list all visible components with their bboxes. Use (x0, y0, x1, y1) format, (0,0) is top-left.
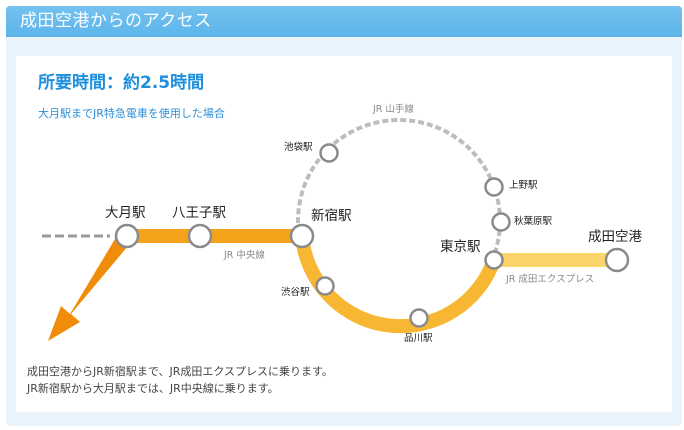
narita-express-line-label: JR 成田エクスプレス (505, 273, 594, 285)
station-ueno-label: 上野駅 (509, 180, 538, 191)
section-header: 成田空港からのアクセス (6, 6, 682, 37)
section-title: 成田空港からのアクセス (20, 11, 212, 31)
access-note-2: JR新宿駅から大月駅までは、JR中央線に乗ります。 (27, 382, 279, 395)
station-shinjuku-label: 新宿駅 (311, 207, 352, 224)
station-shibuya-label: 渋谷駅 (281, 286, 310, 298)
station-hachioji-marker (187, 223, 213, 249)
station-hachioji-label: 八王子駅 (172, 205, 226, 221)
route-ring-segment (295, 235, 501, 334)
station-shinagawa-marker (409, 308, 429, 328)
station-akihabara-marker (491, 212, 511, 232)
station-narita-marker (604, 247, 630, 273)
station-ikebukuro-label: 池袋駅 (284, 141, 313, 153)
chuo-line-label: JR 中央線 (223, 249, 265, 261)
station-shinagawa-label: 品川駅 (404, 333, 433, 344)
station-akihabara-label: 秋葉原駅 (514, 215, 553, 227)
station-narita-label: 成田空港 (588, 229, 642, 245)
travel-condition-note: 大月駅までJR特急電車を使用した場合 (38, 107, 225, 120)
station-tokyo-label: 東京駅 (440, 239, 481, 255)
station-shinjuku-marker (289, 223, 315, 249)
station-otsuki-label: 大月駅 (105, 205, 146, 221)
station-ikebukuro-marker (319, 143, 339, 163)
station-ueno-marker (484, 177, 504, 197)
direction-arrow (48, 229, 133, 341)
station-otsuki-marker (114, 223, 140, 249)
station-tokyo-marker (484, 250, 504, 270)
station-shibuya-marker (315, 276, 335, 296)
yamanote-line-label: JR 山手線 (372, 103, 414, 115)
access-note-1: 成田空港からJR新宿駅まで、JR成田エクスプレスに乗ります。 (27, 365, 333, 378)
travel-time-title: 所要時間：約2.5時間 (38, 73, 205, 93)
